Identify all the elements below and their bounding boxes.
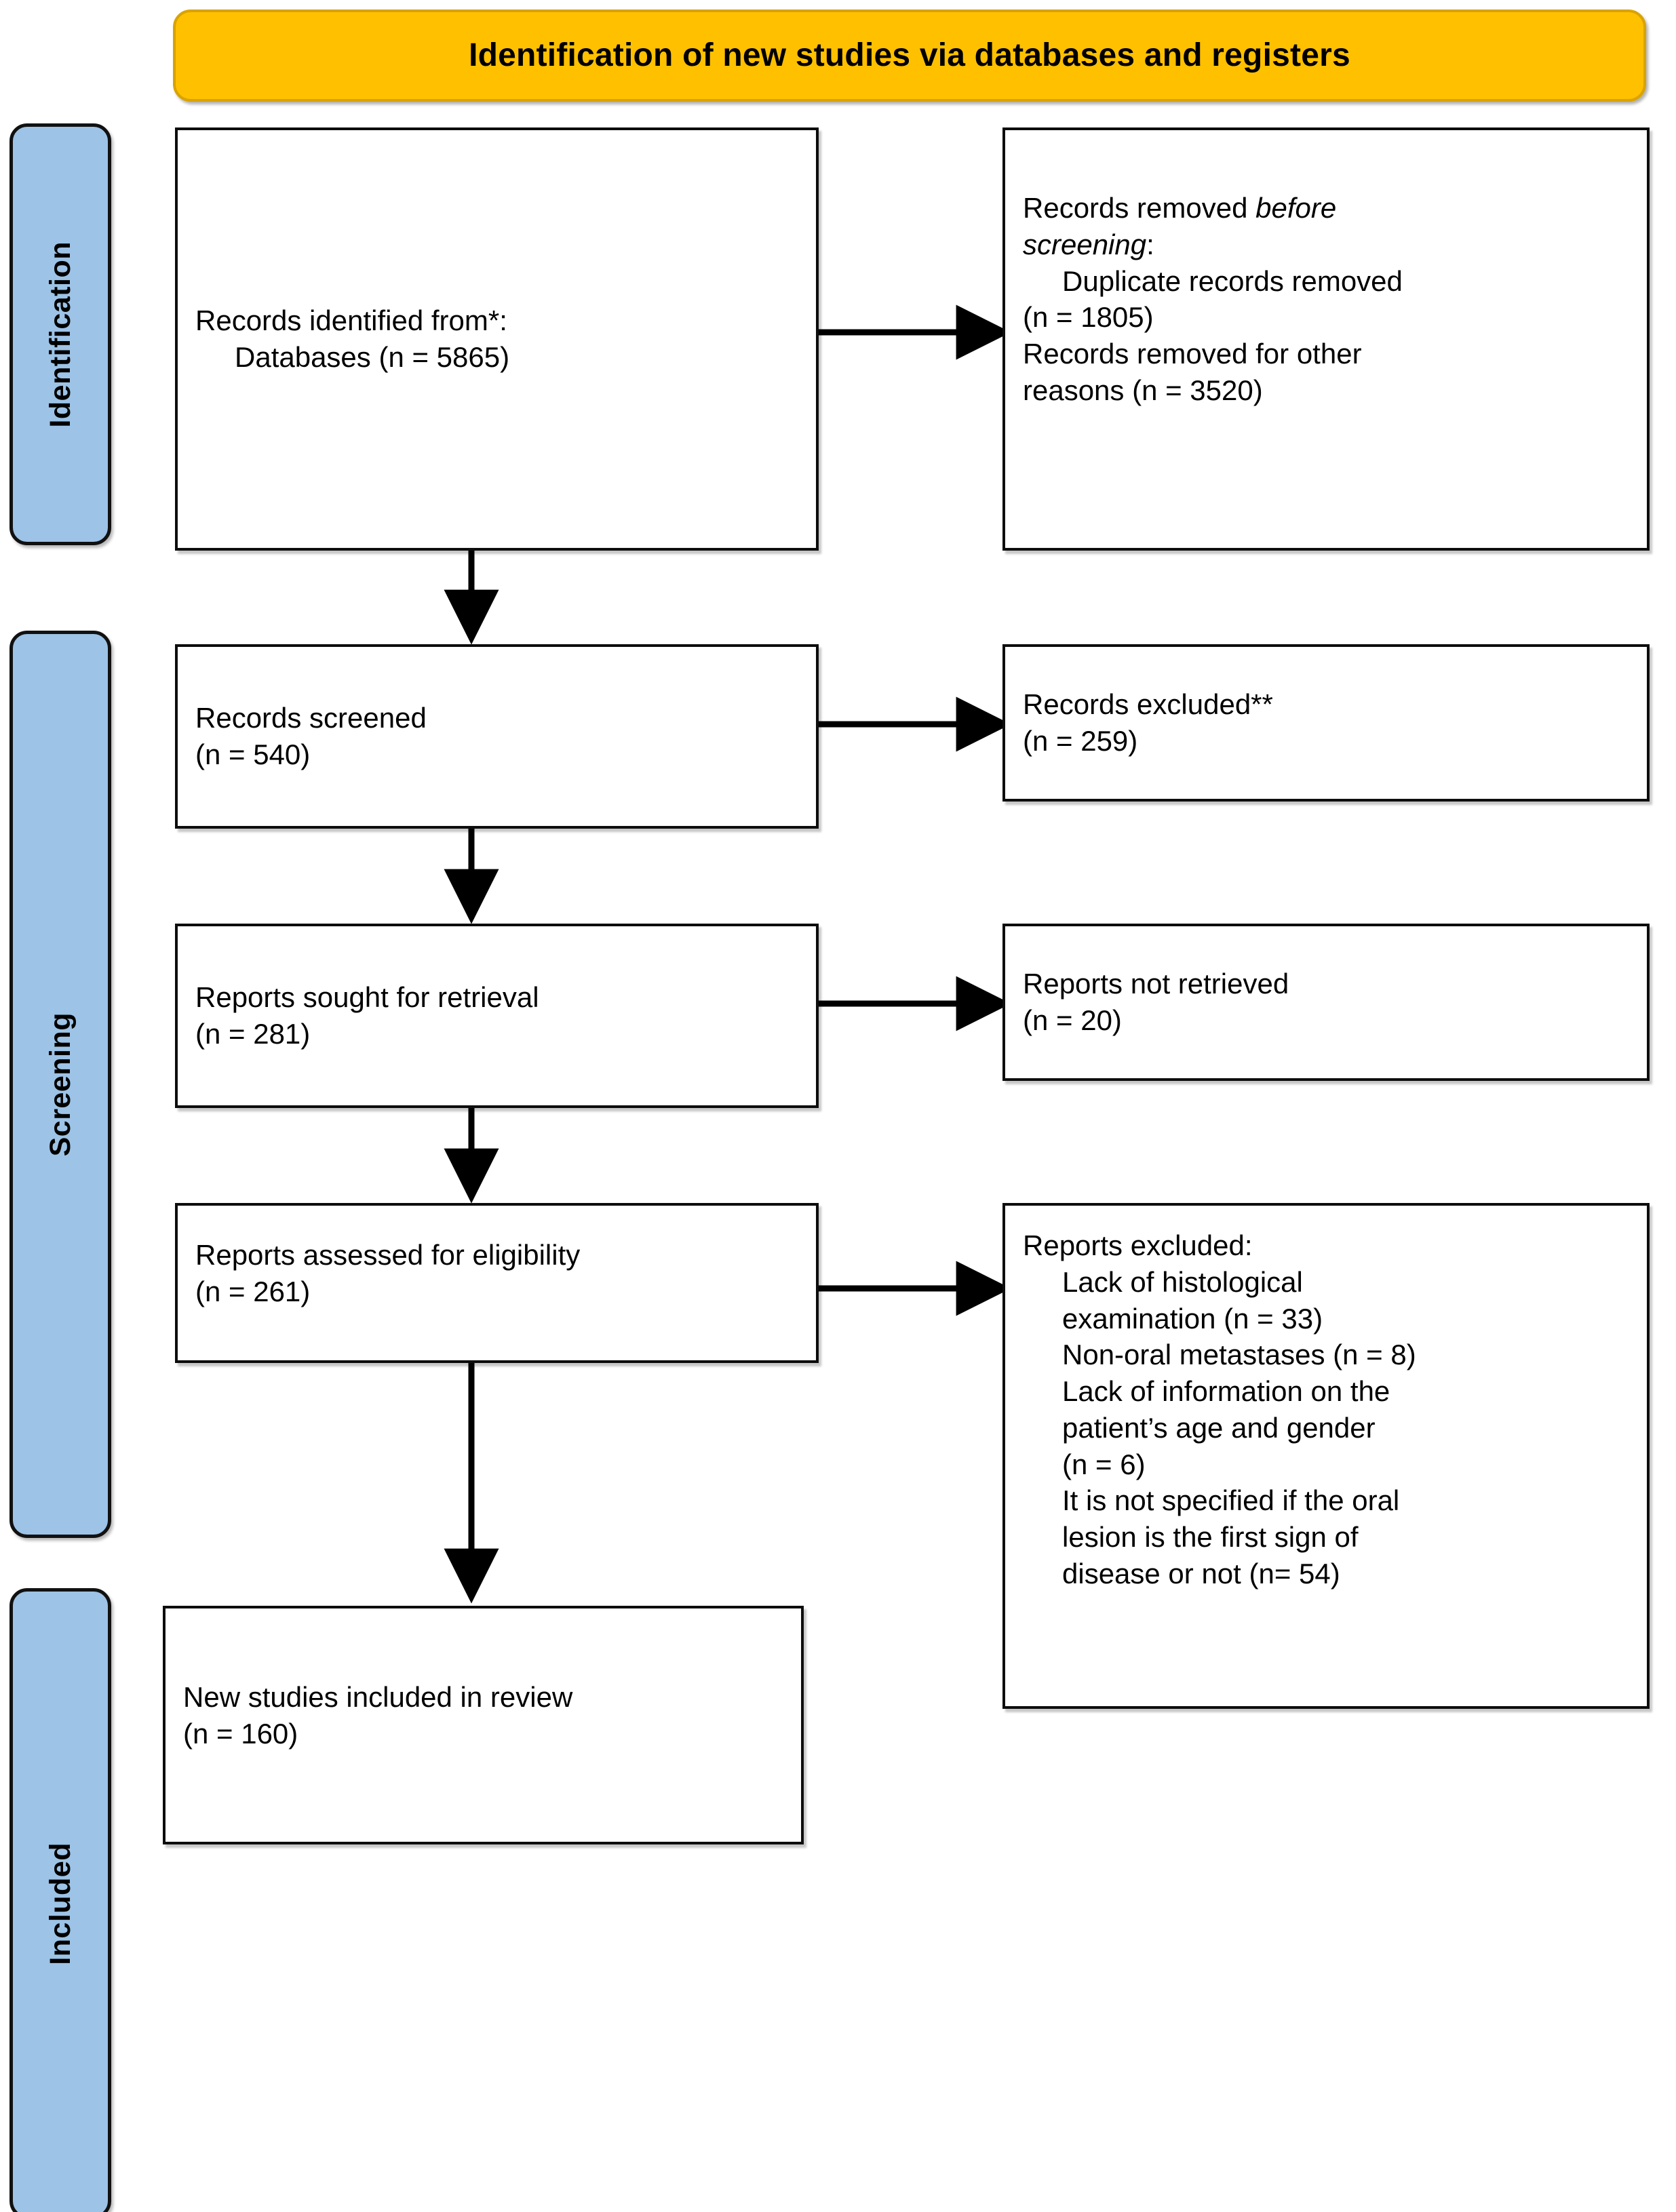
reports-assessed-line2: (n = 261) — [195, 1275, 311, 1307]
reports-excluded-line6: patient’s age and gender — [1062, 1411, 1376, 1444]
box-records-screened: Records screened (n = 540) — [175, 644, 819, 829]
new-studies-line1: New studies included in review — [183, 1681, 573, 1713]
box-reports-not-retrieved-content: Reports not retrieved (n = 20) — [1005, 966, 1647, 1039]
reports-excluded-line8: It is not specified if the oral — [1062, 1484, 1400, 1517]
box-reports-sought-for-retrieval: Reports sought for retrieval (n = 281) — [175, 924, 819, 1108]
box-reports-excluded-content: Reports excluded: Lack of histological e… — [1005, 1206, 1647, 1592]
reports-excluded-line1: Reports excluded: — [1023, 1229, 1253, 1261]
records-excluded-line2: (n = 259) — [1023, 725, 1138, 757]
reports-excluded-line10: disease or not (n= 54) — [1062, 1557, 1340, 1589]
removed-emphasis-screening: screening — [1023, 228, 1147, 260]
removed-line6: reasons (n = 3520) — [1023, 374, 1263, 406]
box-reports-not-retrieved: Reports not retrieved (n = 20) — [1002, 924, 1650, 1081]
box-reports-excluded: Reports excluded: Lack of histological e… — [1002, 1203, 1650, 1709]
phase-included-label: Included — [43, 1842, 77, 1965]
box-records-excluded: Records excluded** (n = 259) — [1002, 644, 1650, 802]
reports-not-retrieved-line2: (n = 20) — [1023, 1004, 1122, 1036]
box-records-identified: Records identified from*: Databases (n =… — [175, 127, 819, 551]
banner-title: Identification of new studies via databa… — [469, 37, 1350, 73]
box-reports-assessed-content: Reports assessed for eligibility (n = 26… — [178, 1206, 816, 1310]
reports-excluded-line7: (n = 6) — [1062, 1448, 1146, 1480]
records-identified-line2: Databases (n = 5865) — [235, 341, 510, 373]
phase-included: Included — [9, 1588, 111, 2212]
removed-line2: screening: — [1023, 228, 1154, 260]
records-screened-line1: Records screened — [195, 702, 427, 734]
box-reports-assessed-for-eligibility: Reports assessed for eligibility (n = 26… — [175, 1203, 819, 1363]
records-screened-line2: (n = 540) — [195, 738, 311, 770]
records-identified-line1: Records identified from*: — [195, 304, 507, 337]
reports-not-retrieved-line1: Reports not retrieved — [1023, 968, 1289, 1000]
box-records-removed-before-screening: Records removed before screening: Duplic… — [1002, 127, 1650, 551]
removed-line3: Duplicate records removed — [1062, 264, 1403, 297]
box-new-studies-included-content: New studies included in review (n = 160) — [165, 1608, 801, 1752]
reports-excluded-line2: Lack of histological — [1062, 1265, 1303, 1298]
phase-screening: Screening — [9, 631, 111, 1538]
removed-line5: Records removed for other — [1023, 338, 1362, 370]
removed-emphasis-before: before — [1255, 192, 1337, 224]
reports-sought-line2: (n = 281) — [195, 1018, 311, 1050]
box-records-identified-content: Records identified from*: Databases (n =… — [178, 302, 816, 376]
reports-sought-line1: Reports sought for retrieval — [195, 981, 539, 1014]
reports-excluded-line4: Non-oral metastases (n = 8) — [1062, 1339, 1416, 1371]
records-excluded-line1: Records excluded** — [1023, 688, 1273, 721]
box-records-screened-content: Records screened (n = 540) — [178, 700, 816, 773]
reports-excluded-line3: examination (n = 33) — [1062, 1302, 1323, 1335]
banner-identification-header: Identification of new studies via databa… — [173, 9, 1646, 102]
box-records-removed-content: Records removed before screening: Duplic… — [1005, 130, 1647, 409]
removed-line4: (n = 1805) — [1023, 301, 1154, 334]
removed-line1: Records removed before — [1023, 192, 1337, 224]
reports-assessed-line1: Reports assessed for eligibility — [195, 1239, 581, 1271]
box-new-studies-included-in-review: New studies included in review (n = 160) — [163, 1606, 804, 1844]
phase-identification-label: Identification — [43, 241, 77, 428]
phase-screening-label: Screening — [43, 1012, 77, 1157]
new-studies-line2: (n = 160) — [183, 1717, 298, 1750]
phase-identification: Identification — [9, 123, 111, 545]
reports-excluded-line5: Lack of information on the — [1062, 1375, 1390, 1407]
reports-excluded-line9: lesion is the first sign of — [1062, 1521, 1359, 1553]
box-records-excluded-content: Records excluded** (n = 259) — [1005, 686, 1647, 759]
box-reports-sought-content: Reports sought for retrieval (n = 281) — [178, 979, 816, 1052]
